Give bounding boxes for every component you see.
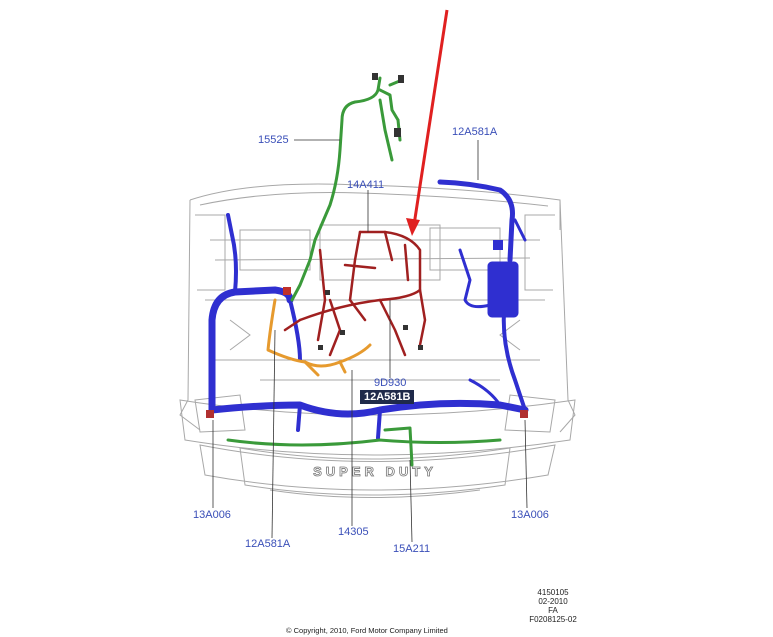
doc-date: 02-2010 bbox=[538, 597, 568, 606]
grille-lettering: SUPER DUTY bbox=[313, 464, 437, 479]
callout-14305: 14305 bbox=[338, 526, 369, 538]
red-arrow bbox=[406, 9, 449, 236]
harness-red bbox=[283, 230, 427, 357]
harness-orange bbox=[266, 298, 372, 377]
doc-figure-id: F0208125-02 bbox=[529, 615, 577, 624]
harness-blue bbox=[208, 179, 529, 440]
callout-9d930: 9D930 bbox=[374, 377, 407, 389]
callout-13a006-right: 13A006 bbox=[511, 509, 549, 521]
callout-12a581a-top: 12A581A bbox=[452, 126, 498, 138]
doc-number: 4150105 bbox=[537, 588, 569, 597]
copyright-notice: © Copyright, 2010, Ford Motor Company Li… bbox=[286, 626, 448, 635]
connector-marks bbox=[206, 73, 528, 418]
callout-13a006-left: 13A006 bbox=[193, 509, 231, 521]
callout-15525: 15525 bbox=[258, 134, 289, 146]
vehicle-outline bbox=[179, 183, 576, 498]
callout-15a211: 15A211 bbox=[393, 543, 431, 555]
callout-12a581a-bottom: 12A581A bbox=[245, 538, 291, 550]
callout-12a581b: 12A581B bbox=[360, 390, 415, 404]
leader-lines bbox=[212, 139, 528, 543]
harness-green bbox=[226, 76, 502, 467]
callout-14a411: 14A411 bbox=[347, 179, 385, 191]
doc-info: 4150105 02-2010 FA F0208125-02 bbox=[528, 588, 578, 624]
doc-code: FA bbox=[548, 606, 558, 615]
